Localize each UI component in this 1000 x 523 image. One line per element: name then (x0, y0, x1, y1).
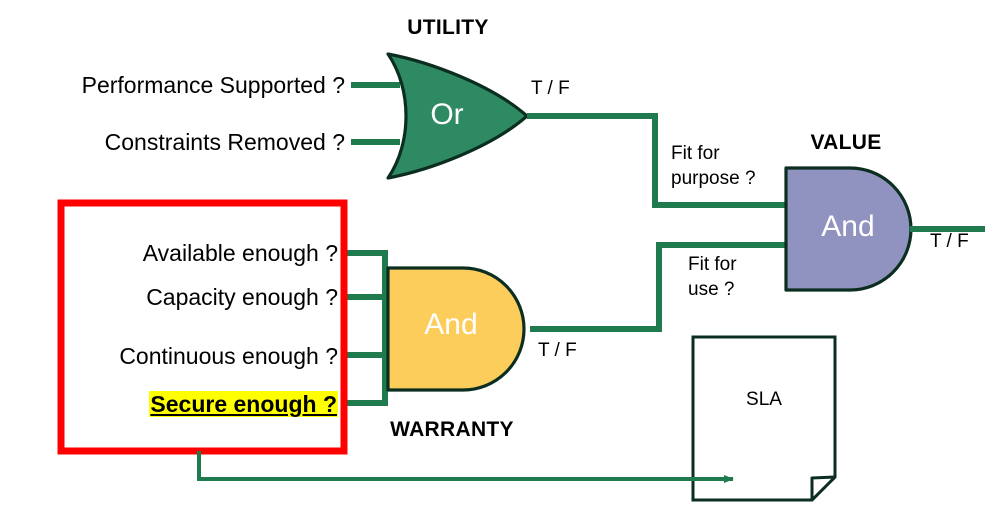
input-label-continuous-enough: Continuous enough ? (119, 343, 338, 369)
gate-label-value-and: And (821, 210, 875, 243)
sla-document-label: SLA (746, 389, 782, 410)
input-label-capacity-enough: Capacity enough ? (146, 284, 338, 310)
wire-available-enough (344, 250, 388, 276)
section-title-warranty: WARRANTY (390, 418, 514, 441)
input-label-constraints-removed: Constraints Removed ? (104, 129, 345, 155)
wire-utility-output-to-value (527, 113, 788, 208)
output-label-value-tf: T / F (930, 231, 969, 252)
output-label-utility-tf: T / F (531, 78, 570, 99)
gate-label-utility-or: Or (430, 98, 464, 131)
warranty-input-wires (344, 250, 388, 406)
wire-label-fit-for-use-line1: Fit for (688, 254, 737, 275)
wire-label-fit-for-purpose-line2: purpose ? (671, 168, 756, 189)
input-label-secure-enough-wrapper: Secure enough ? (60, 391, 338, 417)
input-label-available-enough: Available enough ? (142, 240, 338, 266)
and-gate-value-shape (784, 166, 913, 292)
or-gate-utility-shape (386, 52, 529, 180)
wire-label-fit-for-purpose-line1: Fit for (671, 143, 720, 164)
wire-warranty-output-to-value (530, 242, 788, 332)
input-label-performance-supported: Performance Supported ? (81, 72, 345, 98)
gate-label-warranty-and: And (424, 308, 478, 341)
wire-security-to-sla-arrow[interactable] (197, 451, 734, 483)
security-focus-box (57, 199, 348, 455)
input-label-secure-enough: Secure enough ? (149, 391, 338, 417)
section-title-utility: UTILITY (407, 16, 489, 39)
section-title-value: VALUE (810, 131, 882, 154)
and-gate-warranty-shape (386, 266, 526, 392)
sla-document-shape (691, 335, 837, 502)
wire-secure-enough (344, 381, 388, 406)
utility-input-wires (351, 82, 400, 145)
output-label-warranty-tf: T / F (538, 340, 577, 361)
wire-label-fit-for-use-line2: use ? (688, 279, 735, 300)
